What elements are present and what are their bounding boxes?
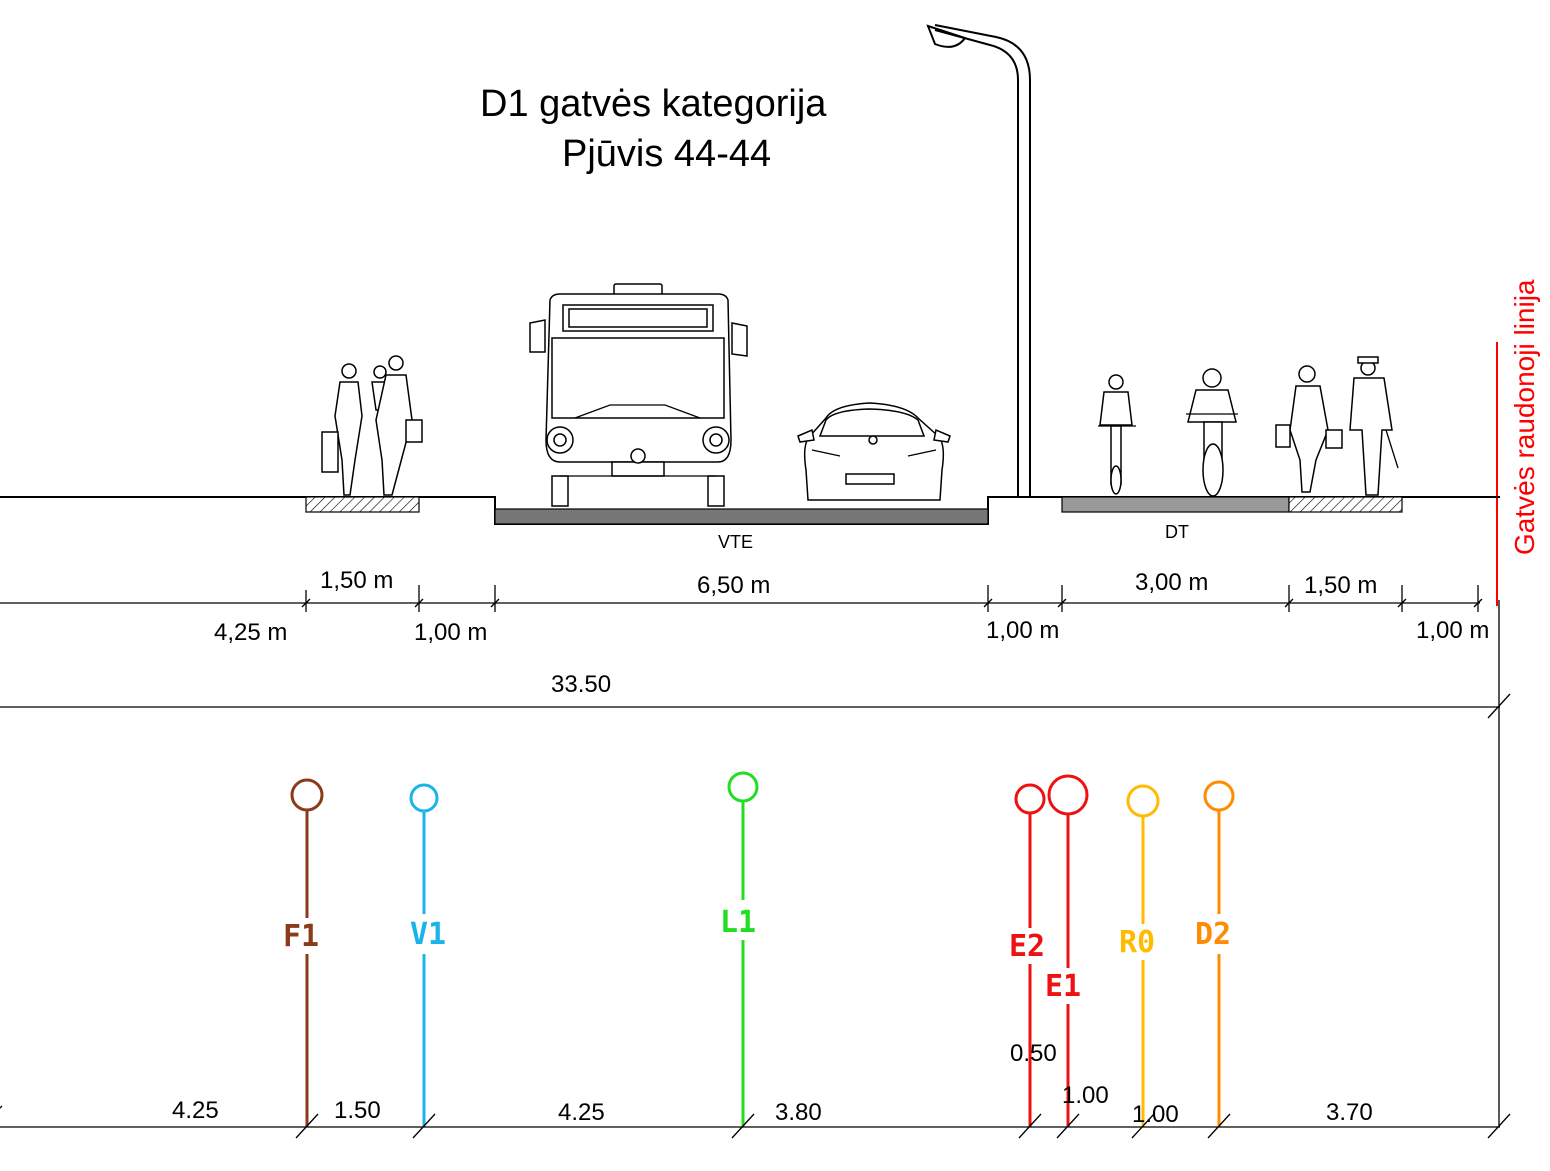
utility-ticks [0, 1105, 1511, 1139]
utility-label-e1: E1 [1045, 969, 1081, 1004]
dim-buffer-right: 1,00 m [1416, 617, 1489, 644]
utility-label-f1: F1 [283, 919, 319, 954]
utility-label-e2: E2 [1009, 929, 1045, 964]
utility-v1: V1 [402, 783, 446, 1127]
cyclist-icon [1098, 374, 1136, 495]
carriageway-surface [494, 508, 989, 525]
bike-path-label: DT [1165, 522, 1189, 542]
spacing-4: 3.80 [775, 1099, 822, 1126]
utility-r0: R0 [1118, 784, 1166, 1127]
dim-buffer-mid: 1,00 m [986, 617, 1059, 644]
spacing-7: 1.00 [1132, 1101, 1179, 1128]
utility-f1: F1 [283, 778, 329, 1127]
cyclist-2-icon [1186, 368, 1238, 497]
car-icon [797, 402, 951, 501]
spacing-3: 4.25 [558, 1099, 605, 1126]
utility-label-l1: L1 [720, 905, 756, 940]
carriageway-label: VTE [718, 532, 753, 552]
utility-e1: E1 [1044, 774, 1089, 1127]
title-line-1: D1 gatvės kategorija [480, 83, 827, 125]
dim-buffer-left: 1,00 m [414, 619, 487, 646]
pedestrians-right-icon [1275, 356, 1399, 496]
red-line-label: Gatvės raudonoji linija [1509, 279, 1540, 555]
spacing-8: 3.70 [1326, 1099, 1373, 1126]
utility-label-r0: R0 [1119, 925, 1155, 960]
street-lamp-icon [926, 24, 1031, 498]
utility-e2: E2 [1008, 783, 1050, 1127]
spacing-2: 1.50 [334, 1097, 381, 1124]
pedestrians-left-icon [321, 355, 423, 496]
dim-green-left: 4,25 m [214, 619, 287, 646]
sidewalk-right-hatch [1288, 496, 1403, 513]
sidewalk-left-hatch [305, 496, 420, 513]
dim-carriageway: 6,50 m [697, 572, 770, 599]
total-width: 33.50 [551, 671, 611, 698]
dim-sidewalk-right: 1,50 m [1304, 572, 1377, 599]
dimension-ticks [301, 585, 1483, 612]
spacing-5: 0.50 [1010, 1040, 1057, 1067]
bus-icon [529, 283, 748, 507]
bike-path-surface [1061, 496, 1290, 513]
spacing-6: 1.00 [1062, 1082, 1109, 1109]
utility-label-v1: V1 [410, 917, 446, 952]
spacing-1: 4.25 [172, 1097, 219, 1124]
title-line-2: Pjūvis 44-44 [562, 133, 771, 175]
dim-bike-path: 3,00 m [1135, 569, 1208, 596]
utility-l1: L1 [718, 771, 764, 1127]
utility-label-d2: D2 [1195, 917, 1231, 952]
utility-d2: D2 [1194, 780, 1242, 1127]
dim-sidewalk-left: 1,50 m [320, 567, 393, 594]
